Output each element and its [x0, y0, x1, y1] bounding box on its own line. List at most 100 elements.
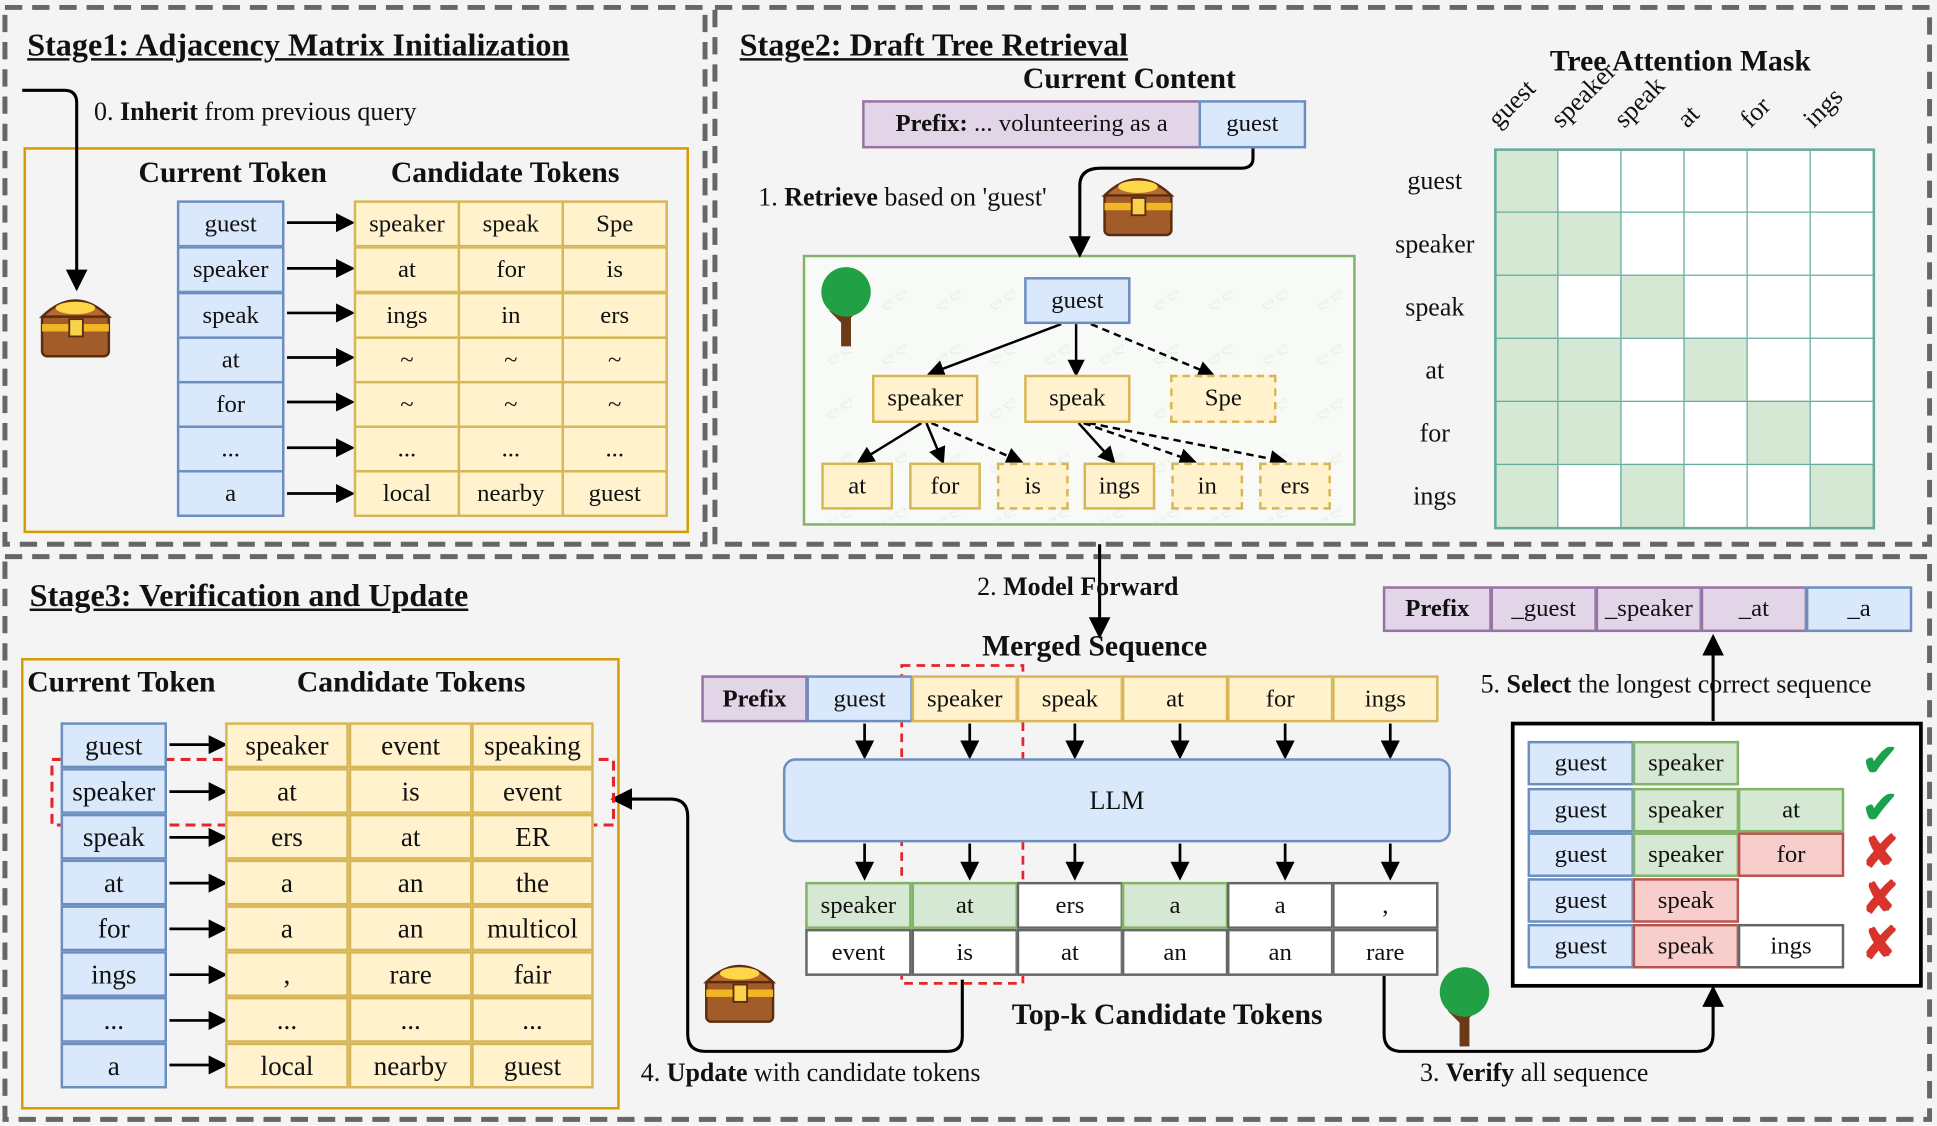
stage3-candidate-cell: ers: [225, 813, 349, 860]
stage1-candidate-cell: ...: [353, 425, 461, 473]
stage1-candidate-cell: ~: [353, 380, 461, 428]
step0-label: 0. Inherit from previous query: [94, 96, 416, 127]
verify-cell: speaker: [1632, 787, 1740, 833]
cross-icon: ✘: [1861, 873, 1899, 923]
stage3-candidate-cell: an: [348, 859, 473, 906]
mask-cell: [1620, 463, 1685, 529]
tree-level1-node: Spe: [1170, 374, 1277, 424]
stage1-candidate-cell: ~: [561, 336, 668, 384]
stage1-row-arrows: [286, 213, 356, 504]
topk-label: Top-k Candidate Tokens: [1011, 999, 1323, 1032]
current-token-box: guest: [1198, 100, 1307, 149]
merged-prefix: Prefix: [701, 675, 808, 723]
verify-arrow: [1382, 975, 1724, 1053]
mask-row-label: at: [1425, 354, 1445, 385]
mask-cell: [1683, 400, 1748, 466]
tree-root-node: guest: [1024, 277, 1131, 325]
step1-label: 1. Retrieve based on 'guest': [758, 184, 1047, 210]
tree-level2-node: for: [909, 462, 981, 510]
mask-row-label: speak: [1405, 291, 1465, 322]
mask-cell: [1809, 463, 1874, 529]
stage3-candidate-cell: rare: [348, 951, 473, 997]
stage1-candidate-cell: Spe: [561, 200, 668, 248]
mask-frame: [1494, 148, 1876, 530]
stage3-candidate-cell: is: [348, 768, 473, 814]
stage3-candidate-cell: fair: [471, 951, 594, 997]
verify-cell: guest: [1527, 740, 1634, 786]
mask-cell: [1809, 274, 1874, 339]
stage3-candidate-cell: speaking: [471, 722, 594, 769]
mask-row-label: speaker: [1395, 228, 1475, 259]
stage1-candidate-cell: ~: [457, 336, 565, 384]
check-icon: ✔: [1861, 735, 1899, 786]
verify-cell: ings: [1737, 923, 1845, 969]
step5-label: 5. Select the longest correct sequence: [1481, 669, 1872, 699]
stage3-title: Stage3: Verification and Update: [29, 577, 469, 614]
prefix-box: Prefix: ... volunteering as a: [862, 100, 1202, 149]
stage1-current-token-header: Current Token: [138, 157, 327, 190]
result-prefix: Prefix: [1382, 586, 1492, 633]
step1-keyword: Retrieve: [784, 181, 878, 212]
stage3-candidate-cell: ...: [348, 996, 473, 1043]
step5-text: the longest correct sequence: [1577, 669, 1872, 699]
step0-number: 0.: [94, 96, 114, 127]
tree-icon: [1439, 967, 1490, 1047]
stage3-candidate-cell: ...: [471, 996, 594, 1043]
mask-cell: [1557, 400, 1622, 466]
verify-cell: speak: [1632, 878, 1740, 923]
tree-level2-node: in: [1171, 462, 1244, 510]
stage2-frame: [712, 4, 1933, 547]
current-content-label: Current Content: [1022, 63, 1236, 96]
tree-level1-node: speak: [1024, 374, 1131, 424]
stage1-candidate-tokens-header: Candidate Tokens: [390, 157, 620, 190]
stage3-candidate-tokens-header: Candidate Tokens: [296, 666, 526, 699]
stage3-frame: [2, 554, 1933, 1122]
stage1-candidate-cell: ~: [457, 380, 565, 428]
stage1-candidate-cell: in: [457, 291, 565, 339]
stage3-candidate-cell: event: [348, 722, 473, 769]
treasure-chest-icon: [38, 299, 112, 358]
prefix-text: ... volunteering as a: [967, 110, 1168, 138]
stage1-candidate-cell: ers: [561, 291, 668, 339]
step0-keyword: Inherit: [119, 96, 198, 127]
tree-level1-node: speaker: [872, 374, 979, 424]
tree-level2-node: is: [996, 462, 1069, 510]
tree-level2-node: ings: [1083, 462, 1156, 510]
stage3-candidate-cell: ER: [471, 813, 594, 860]
stage3-current-token: ...: [60, 996, 167, 1043]
stage1-candidate-cell: speak: [457, 200, 565, 248]
mask-cell: [1809, 148, 1874, 213]
stage3-candidate-cell: the: [471, 859, 594, 906]
llm-arrows: [855, 723, 1400, 881]
topk-top1-cell: speaker: [805, 881, 912, 929]
mask-cell: [1746, 274, 1811, 339]
merged-token: speaker: [911, 675, 1018, 723]
result-token: _speaker: [1595, 586, 1702, 633]
step3-text: all sequence: [1520, 1057, 1649, 1088]
topk-top1-cell: at: [911, 881, 1018, 929]
stage1-candidate-cell: at: [353, 246, 461, 294]
verify-cell: for: [1737, 832, 1845, 877]
stage1-candidate-cell: speaker: [353, 200, 461, 248]
update-arrow: [610, 788, 964, 1053]
step4-keyword: Update: [666, 1057, 748, 1088]
merged-token: for: [1227, 675, 1334, 723]
stage1-current-token: speaker: [176, 246, 285, 294]
stage1-current-token: guest: [176, 200, 285, 248]
cross-icon: ✘: [1861, 827, 1899, 877]
topk-top1-cell: ,: [1332, 881, 1439, 929]
cross-icon: ✘: [1861, 919, 1899, 969]
step4-label: 4. Update with candidate tokens: [641, 1057, 981, 1088]
stage3-current-token: speak: [60, 813, 167, 860]
tree-level2-node: ers: [1259, 462, 1331, 510]
stage1-candidate-cell: guest: [561, 470, 668, 518]
stage3-candidate-cell: a: [225, 905, 349, 952]
mask-cell: [1557, 274, 1622, 339]
result-token: _guest: [1490, 586, 1597, 633]
verify-cell: guest: [1527, 832, 1634, 877]
verify-cell: guest: [1527, 787, 1634, 833]
mask-row-label: ings: [1413, 481, 1457, 511]
stage3-candidate-cell: at: [348, 813, 473, 860]
mask-cell: [1746, 400, 1811, 466]
